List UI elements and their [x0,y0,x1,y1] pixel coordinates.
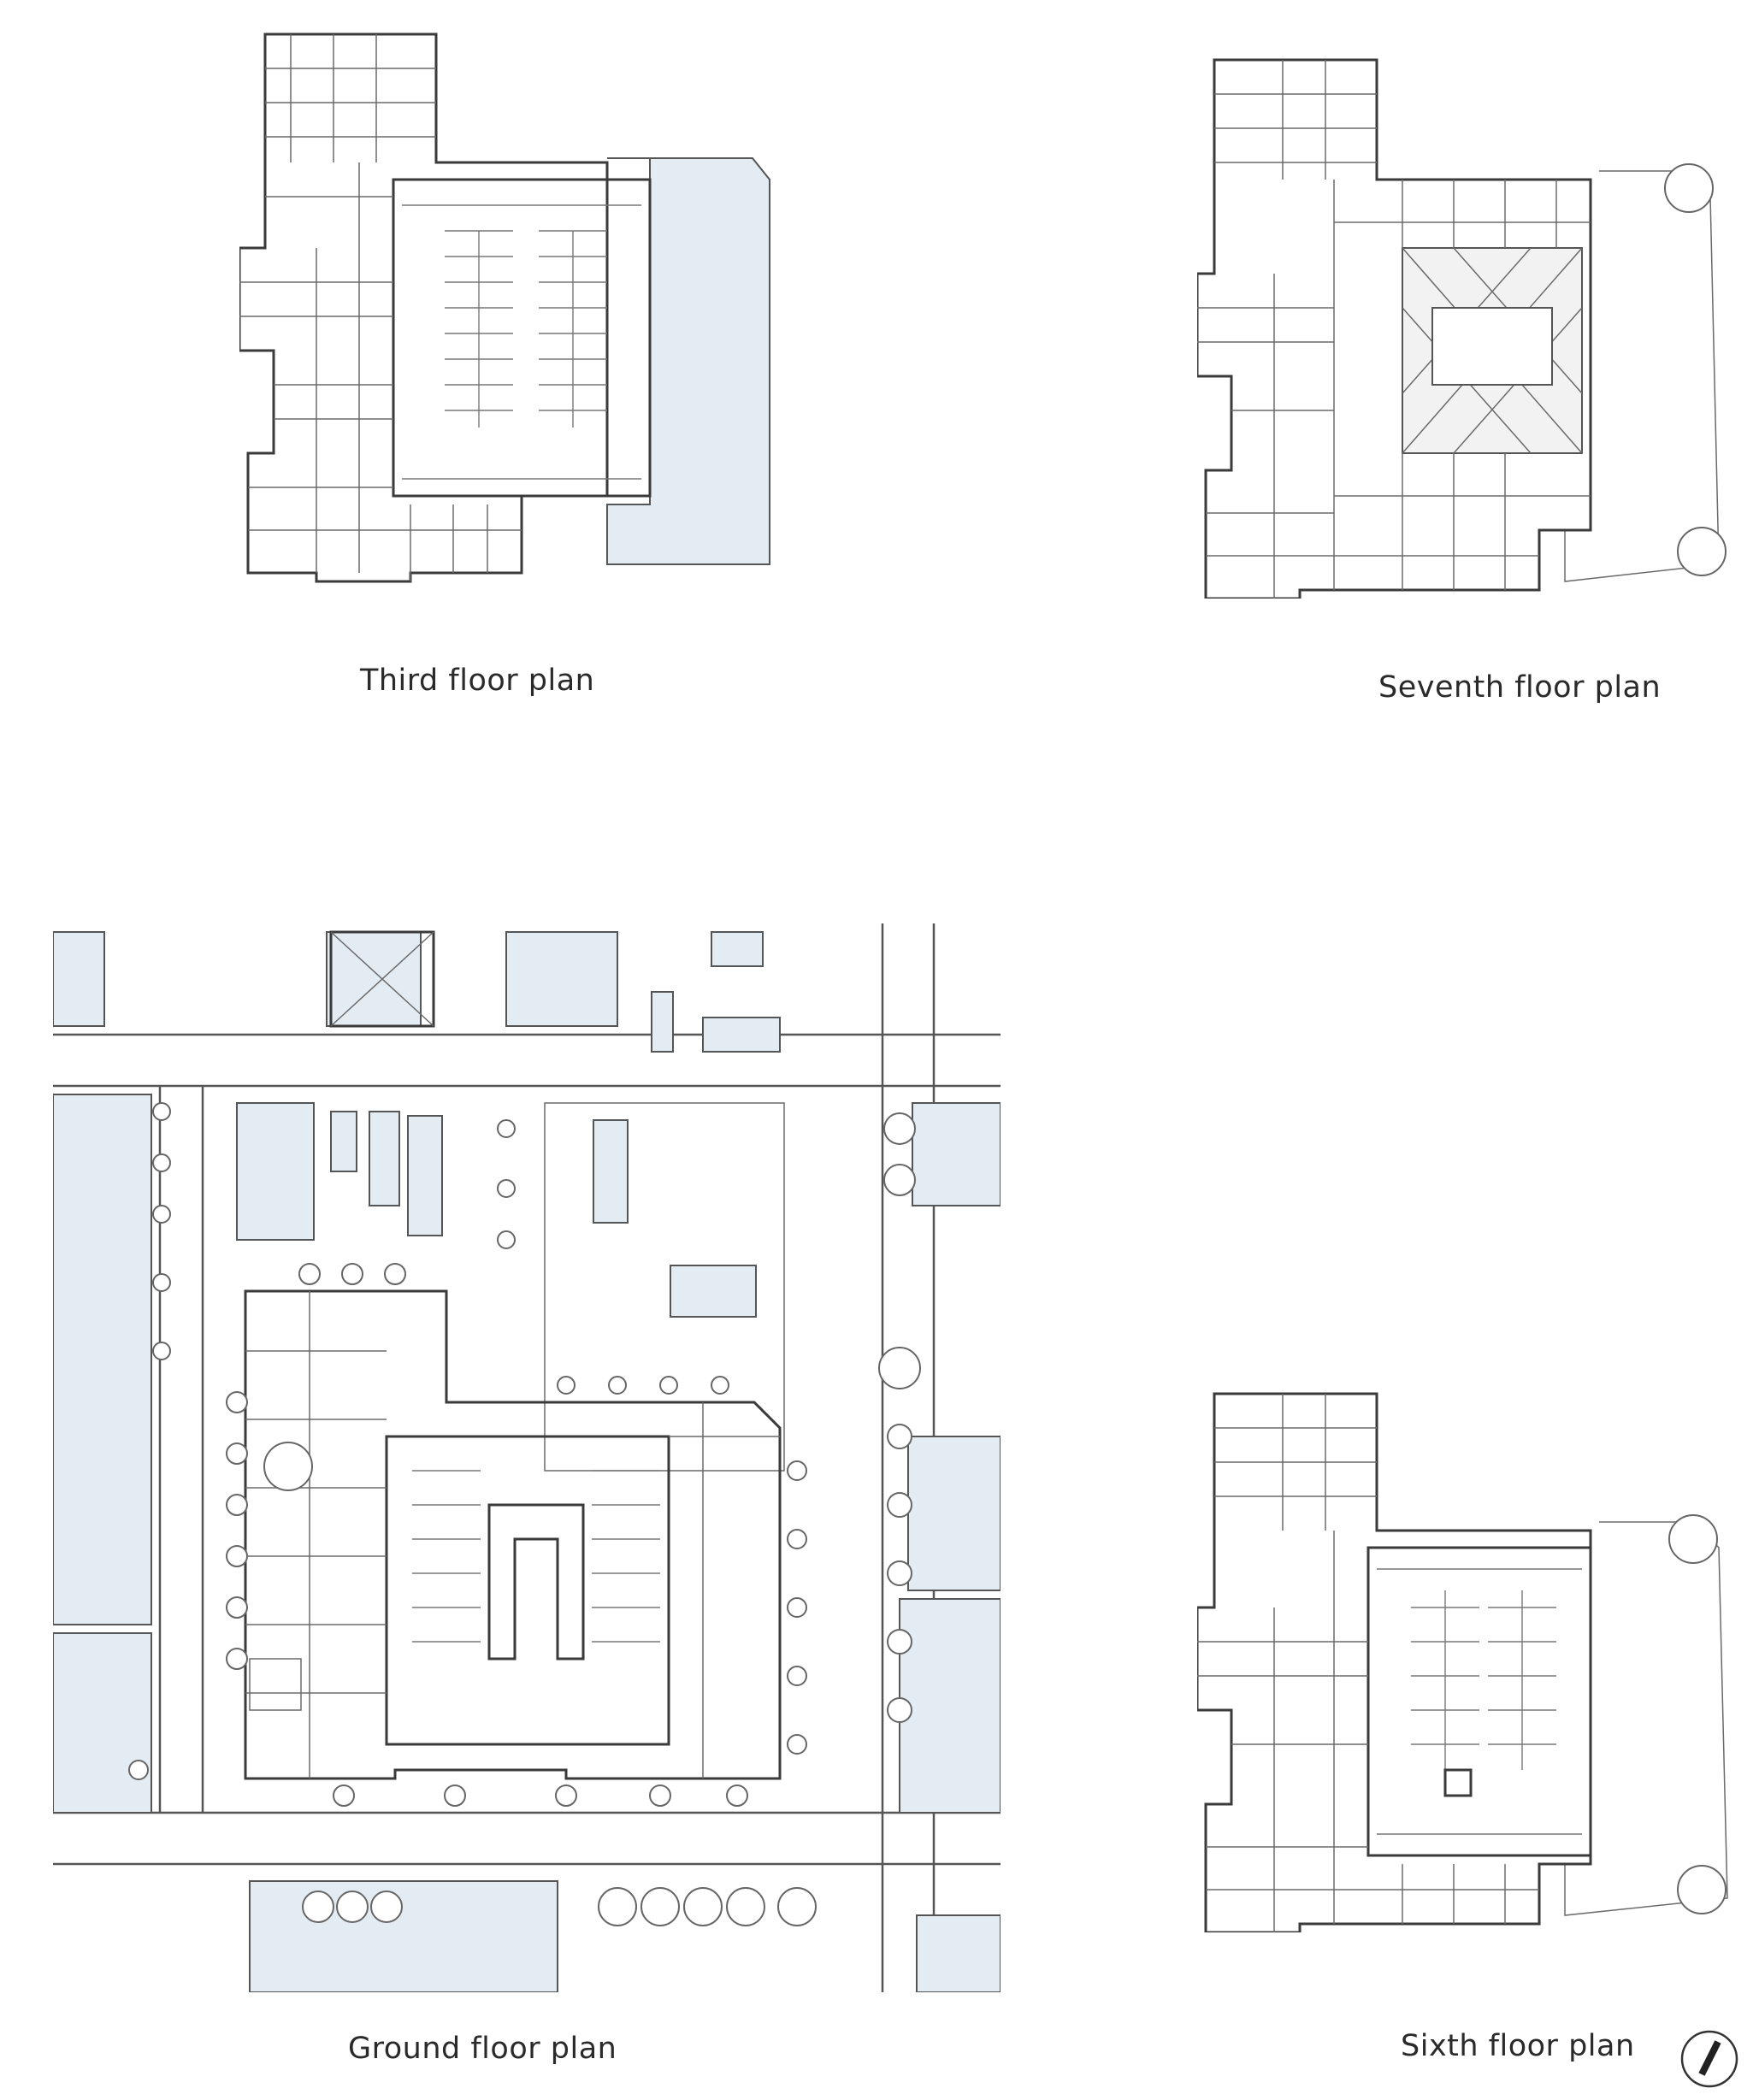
unit-partitions [245,1291,780,1779]
vacant-lot [544,1102,785,1472]
pavilion [329,930,435,1028]
third-floor-plan-svg [239,32,770,583]
unit-partitions [239,34,522,581]
building-outline [239,32,609,583]
building-outline [1197,58,1592,599]
seventh-floor-plan-drawing [1197,51,1744,599]
sixth-floor-plan-drawing [1197,1385,1744,1932]
parking-stalls [412,1470,660,1643]
garage-ramp-area [385,1435,670,1746]
ground-floor-plan-svg [53,923,1001,1992]
corner-turret [1677,527,1727,576]
parking-stalls [402,204,641,480]
parking-court [392,178,652,498]
central-ramp [487,1503,585,1661]
unit-partitions [1197,60,1591,599]
neighbouring-buildings [53,931,1001,1992]
corner-turret [1664,163,1714,213]
roof-terrace-outline [1564,170,1720,582]
sixth-floor-plan-svg [1197,1392,1728,1932]
garden-roundel [263,1442,313,1491]
stair-core [1443,1768,1473,1797]
terrace-area [606,157,770,565]
streets [53,923,1001,1992]
pool [1431,307,1553,386]
street-trees [128,1102,921,1926]
third-floor-plan-caption: Third floor plan [360,664,595,698]
garden-plot [249,1658,302,1711]
sixth-floor-plan-caption: Sixth floor plan [1401,2029,1635,2063]
building-outline [1197,1392,1592,1932]
main-building-outline [244,1289,782,1780]
ground-floor-plan-caption: Ground floor plan [348,2032,617,2066]
seventh-floor-plan-svg [1197,58,1727,599]
seventh-floor-plan-caption: Seventh floor plan [1378,670,1662,705]
corner-turret [1677,1865,1727,1914]
third-floor-plan-drawing [239,26,787,590]
corner-turret [1668,1514,1718,1564]
parking-court [1366,1546,1592,1857]
parking-stalls [1377,1568,1582,1835]
unit-partitions [1197,1394,1539,1932]
ground-floor-plan-drawing [53,923,1001,1992]
north-arrow-icon [1679,2028,1740,2090]
